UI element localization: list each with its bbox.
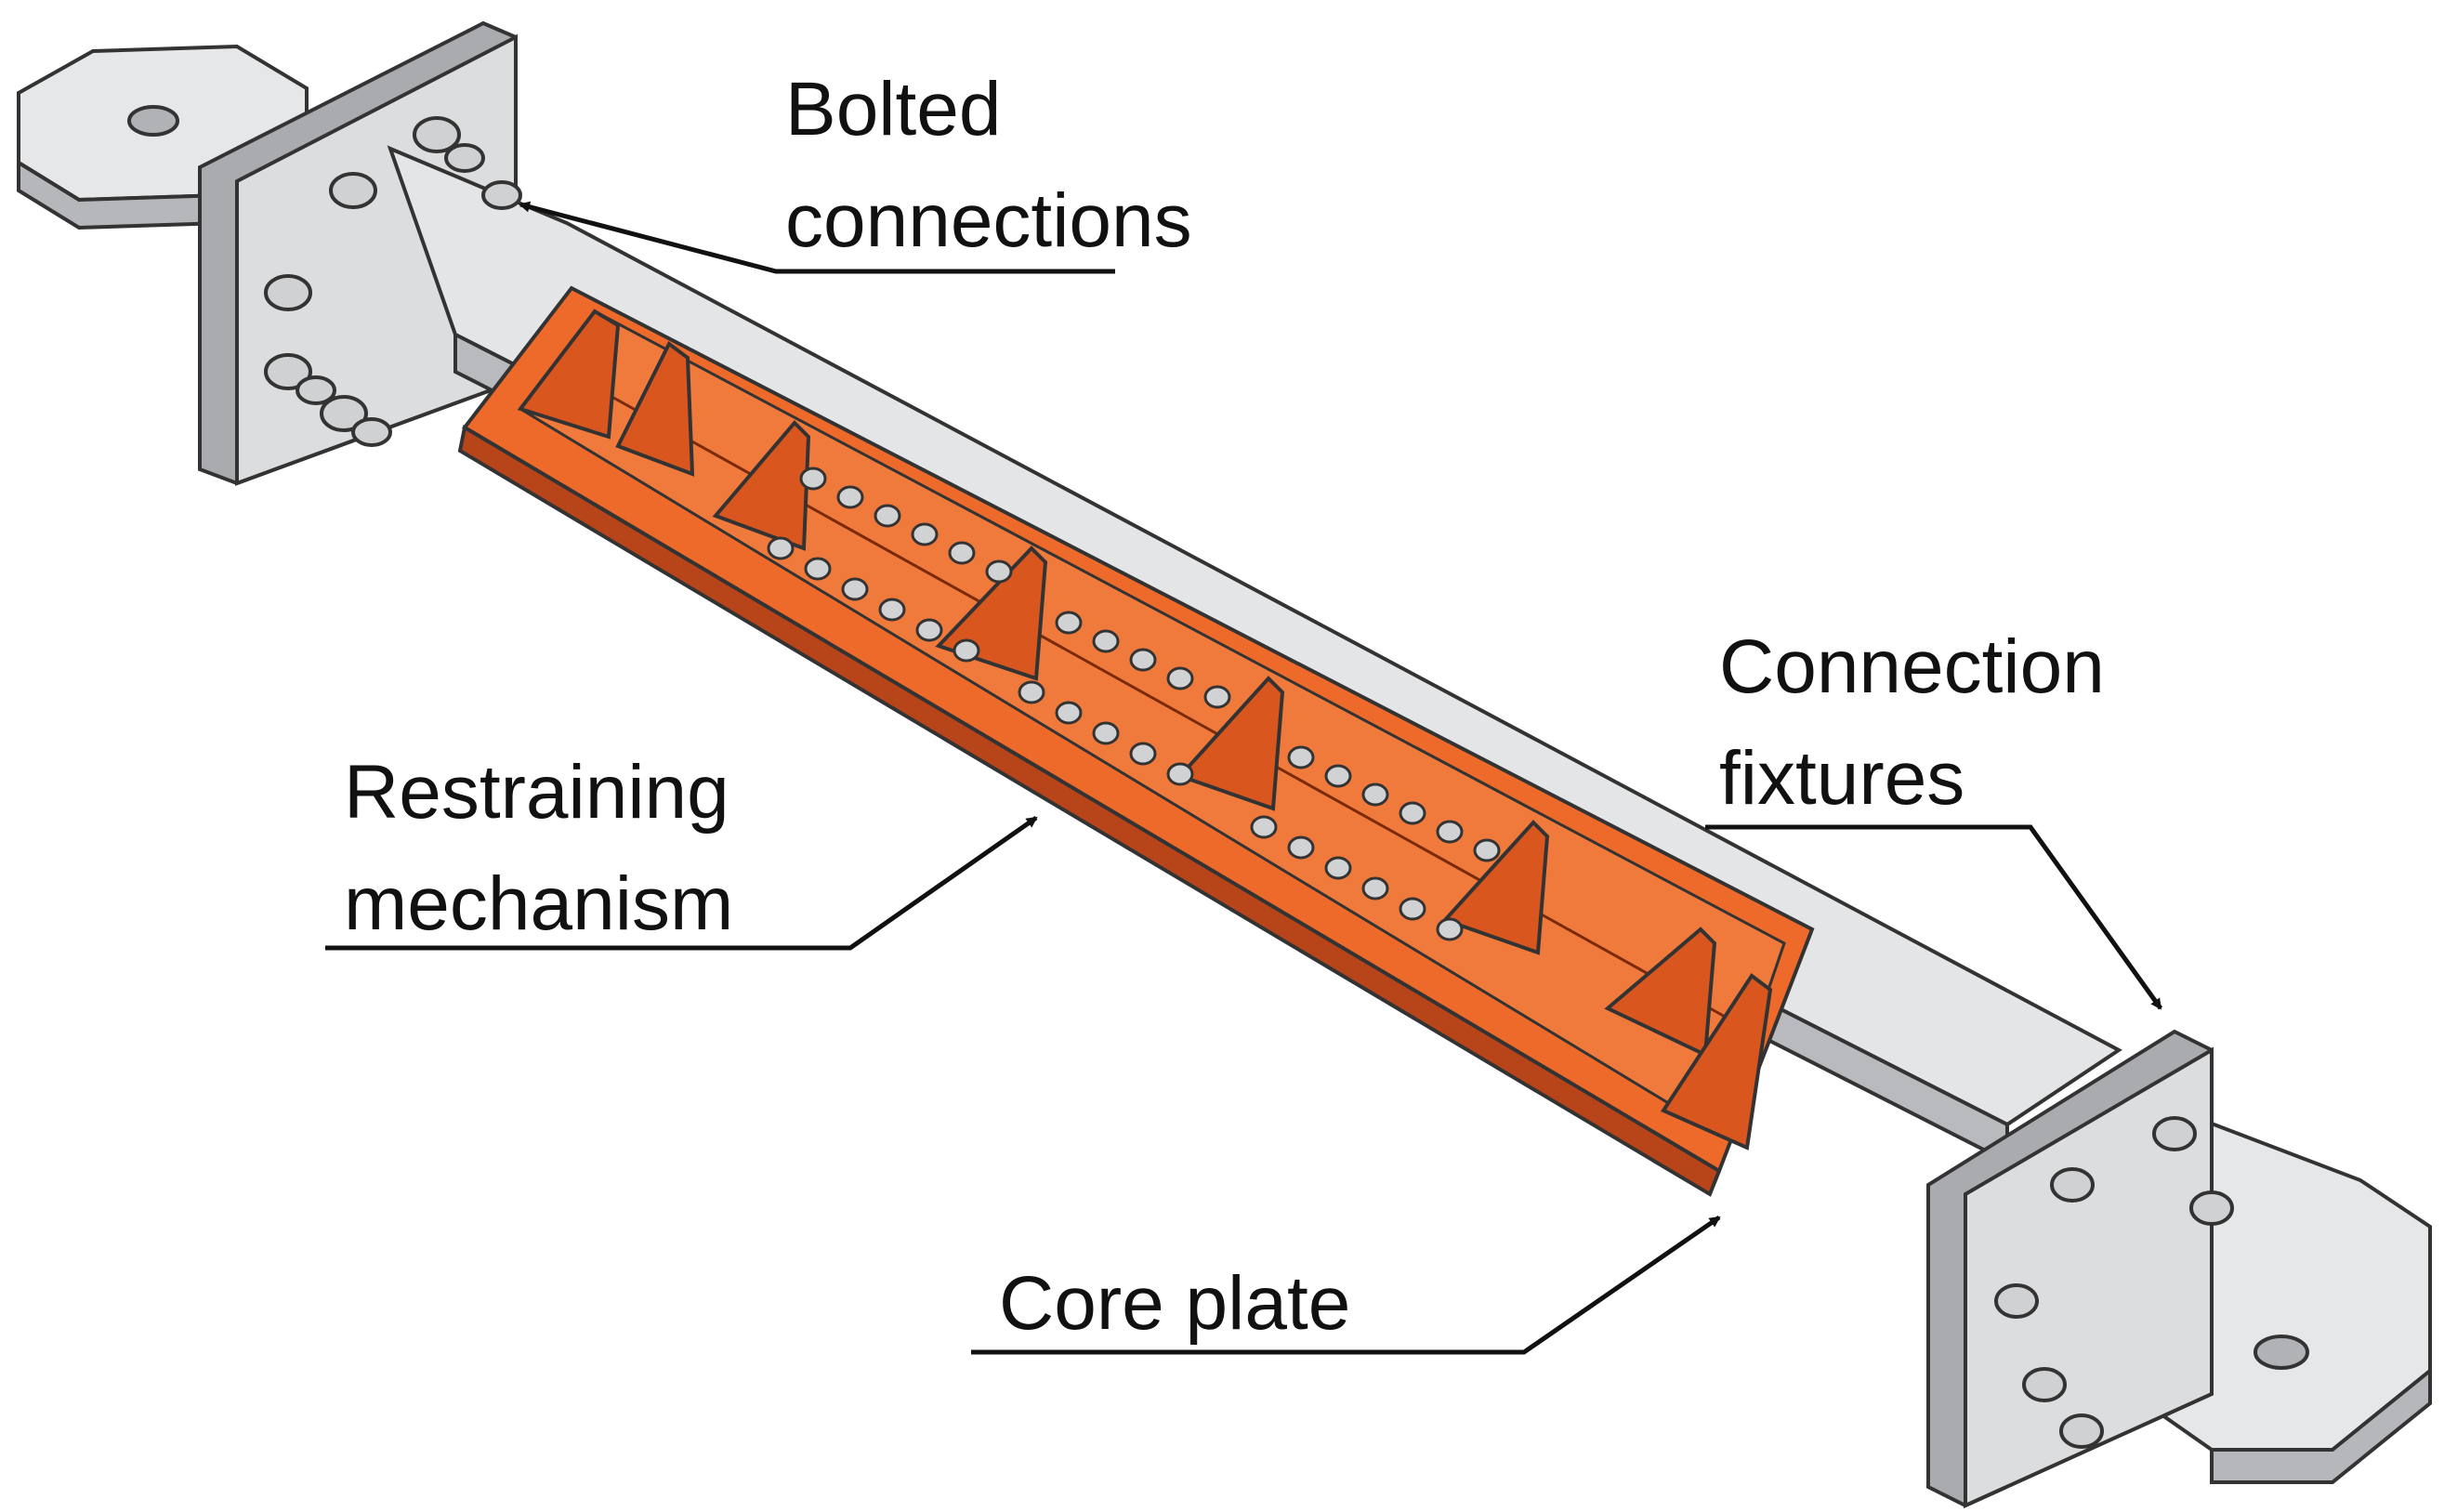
restraining-mechanism: [457, 285, 1815, 1197]
label-fixtures-line2: fixtures: [1719, 736, 1964, 821]
label-restraining-mechanism: Restraining mechanism: [325, 750, 1038, 951]
left-plate-bolts: [264, 116, 522, 447]
right-end-plate: [1926, 1029, 2214, 1509]
label-fixtures-line1: Connection: [1719, 625, 2105, 709]
label-core-plate: Core plate: [971, 1215, 1721, 1355]
right-plate-bolts: [1994, 1116, 2234, 1449]
bolt-group-1: [767, 467, 1013, 663]
leader-fixtures: [1705, 824, 2163, 1010]
label-bolted-line1: Bolted: [785, 67, 1002, 151]
label-core-line1: Core plate: [999, 1261, 1350, 1346]
label-bolted-line2: connections: [785, 178, 1192, 263]
bolt-group-2: [1018, 611, 1231, 786]
label-connection-fixtures: Connection fixtures: [1705, 625, 2163, 1010]
label-restraining-line1: Restraining: [344, 750, 729, 835]
leader-restraining: [325, 815, 1038, 951]
leader-core: [971, 1215, 1721, 1355]
label-bolted-connections: Bolted connections: [519, 67, 1192, 274]
tab-hole-left: [127, 105, 179, 137]
bolt-group-3: [1250, 745, 1501, 941]
leader-bolted: [519, 201, 1115, 274]
label-restraining-line2: mechanism: [344, 861, 733, 946]
tab-hole-right: [2253, 1335, 2309, 1370]
